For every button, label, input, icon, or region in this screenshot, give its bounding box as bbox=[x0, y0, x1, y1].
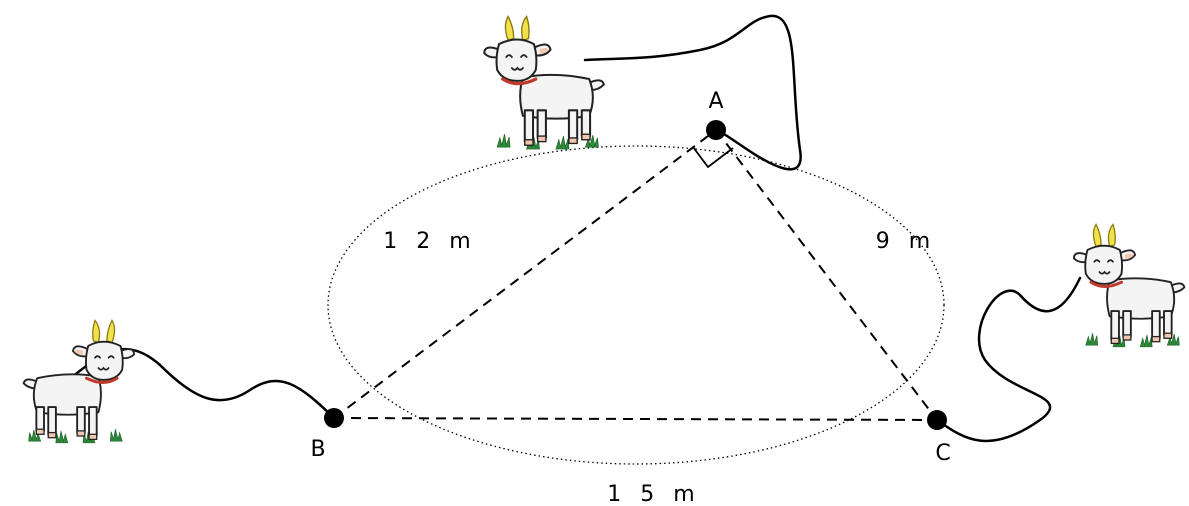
stake-c bbox=[927, 410, 947, 430]
rope-right bbox=[935, 276, 1082, 443]
dotted-circumcircle bbox=[327, 145, 945, 465]
distance-label-ab: 1 2 m bbox=[383, 229, 476, 254]
goat-right-icon bbox=[1072, 222, 1186, 349]
side-ab bbox=[333, 129, 717, 419]
goat-top-icon bbox=[482, 14, 606, 151]
rope-top bbox=[583, 14, 802, 171]
side-ac bbox=[715, 129, 938, 421]
distance-label-ac: 9 m bbox=[876, 229, 936, 254]
goat-left-icon bbox=[22, 318, 136, 445]
point-label-b: B bbox=[310, 437, 325, 462]
distance-label-bc: 1 5 m bbox=[607, 482, 700, 506]
point-label-c: C bbox=[935, 441, 950, 466]
point-label-a: A bbox=[708, 89, 723, 114]
side-bc bbox=[333, 417, 938, 421]
stake-a bbox=[706, 120, 726, 140]
right-angle-mark-icon bbox=[692, 146, 734, 169]
stake-b bbox=[324, 408, 344, 428]
